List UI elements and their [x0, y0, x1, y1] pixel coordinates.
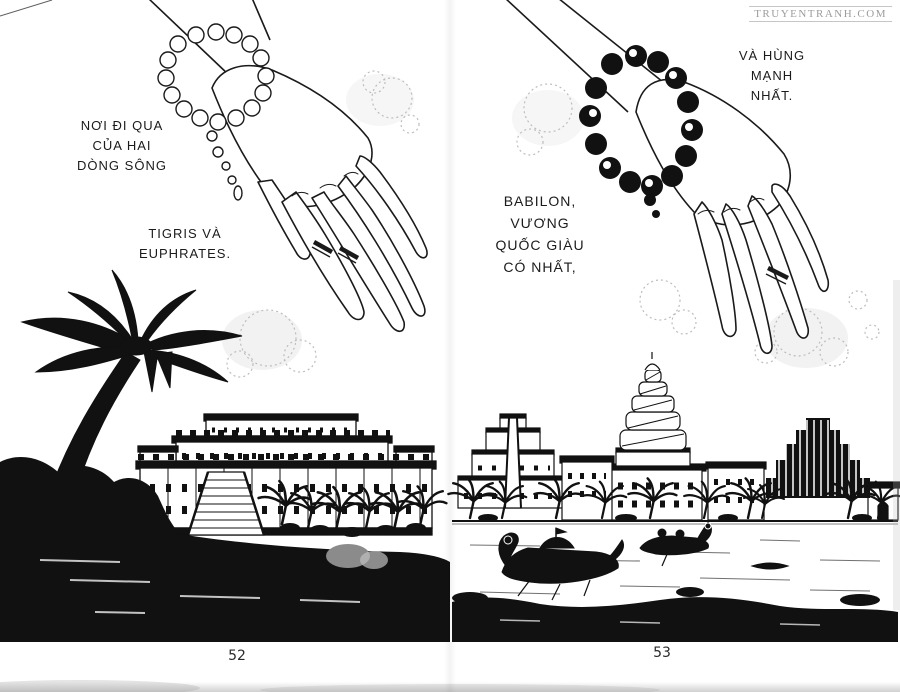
caption-line: EUPHRATES. [138, 246, 232, 261]
left-foreground [0, 457, 450, 642]
caption-line: QUỐC GIÀU [495, 237, 585, 253]
page-number-right: 53 [653, 645, 671, 661]
hand-rings-left [311, 240, 360, 264]
caption-line: BABILON, [503, 193, 577, 209]
river-boats [498, 521, 790, 601]
caption-line: VƯƠNG [510, 215, 570, 231]
dark-ziggurat [766, 418, 870, 498]
pearl-bracelet [157, 23, 275, 201]
right-foreground [452, 280, 900, 642]
caption-line: CÓ NHẤT, [503, 259, 577, 275]
babylon-palace [135, 413, 437, 536]
right-hand [635, 78, 830, 355]
caption-line: DÒNG SÔNG [77, 158, 167, 173]
right-arm [505, 0, 669, 113]
caption-line: VÀ HÙNG [738, 48, 806, 63]
scan-smudges [0, 680, 660, 692]
caption-line: MẠNH [750, 68, 794, 83]
page-number-left: 52 [228, 648, 246, 664]
caption-babilon: BABILON, VƯƠNG QUỐC GIÀU CÓ NHẤT, [495, 190, 584, 278]
palm-tree [20, 269, 243, 491]
caption-line: TIGRIS VÀ [148, 226, 222, 241]
caption-line: NƠI ĐI QUA [80, 118, 164, 133]
hand-ring-right [765, 265, 790, 285]
riverfront-palms [447, 477, 900, 522]
caption-line: NHẤT. [750, 88, 794, 103]
page-gutter [444, 0, 456, 692]
caption-tigris: TIGRIS VÀ EUPHRATES. [139, 224, 231, 264]
caption-rivers: NƠI ĐI QUA CỦA HAI DÒNG SÔNG [77, 116, 167, 176]
caption-mighty: VÀ HÙNG MẠNH NHẤT. [739, 46, 805, 106]
scan-edge-shadow [0, 682, 900, 692]
bead-bracelet [579, 45, 703, 218]
caption-line: CỦA HAI [92, 138, 152, 153]
palace-front-palms [257, 479, 448, 537]
site-watermark: TRUYENTRANH.COM [749, 6, 892, 22]
palace-staircase [186, 471, 266, 536]
